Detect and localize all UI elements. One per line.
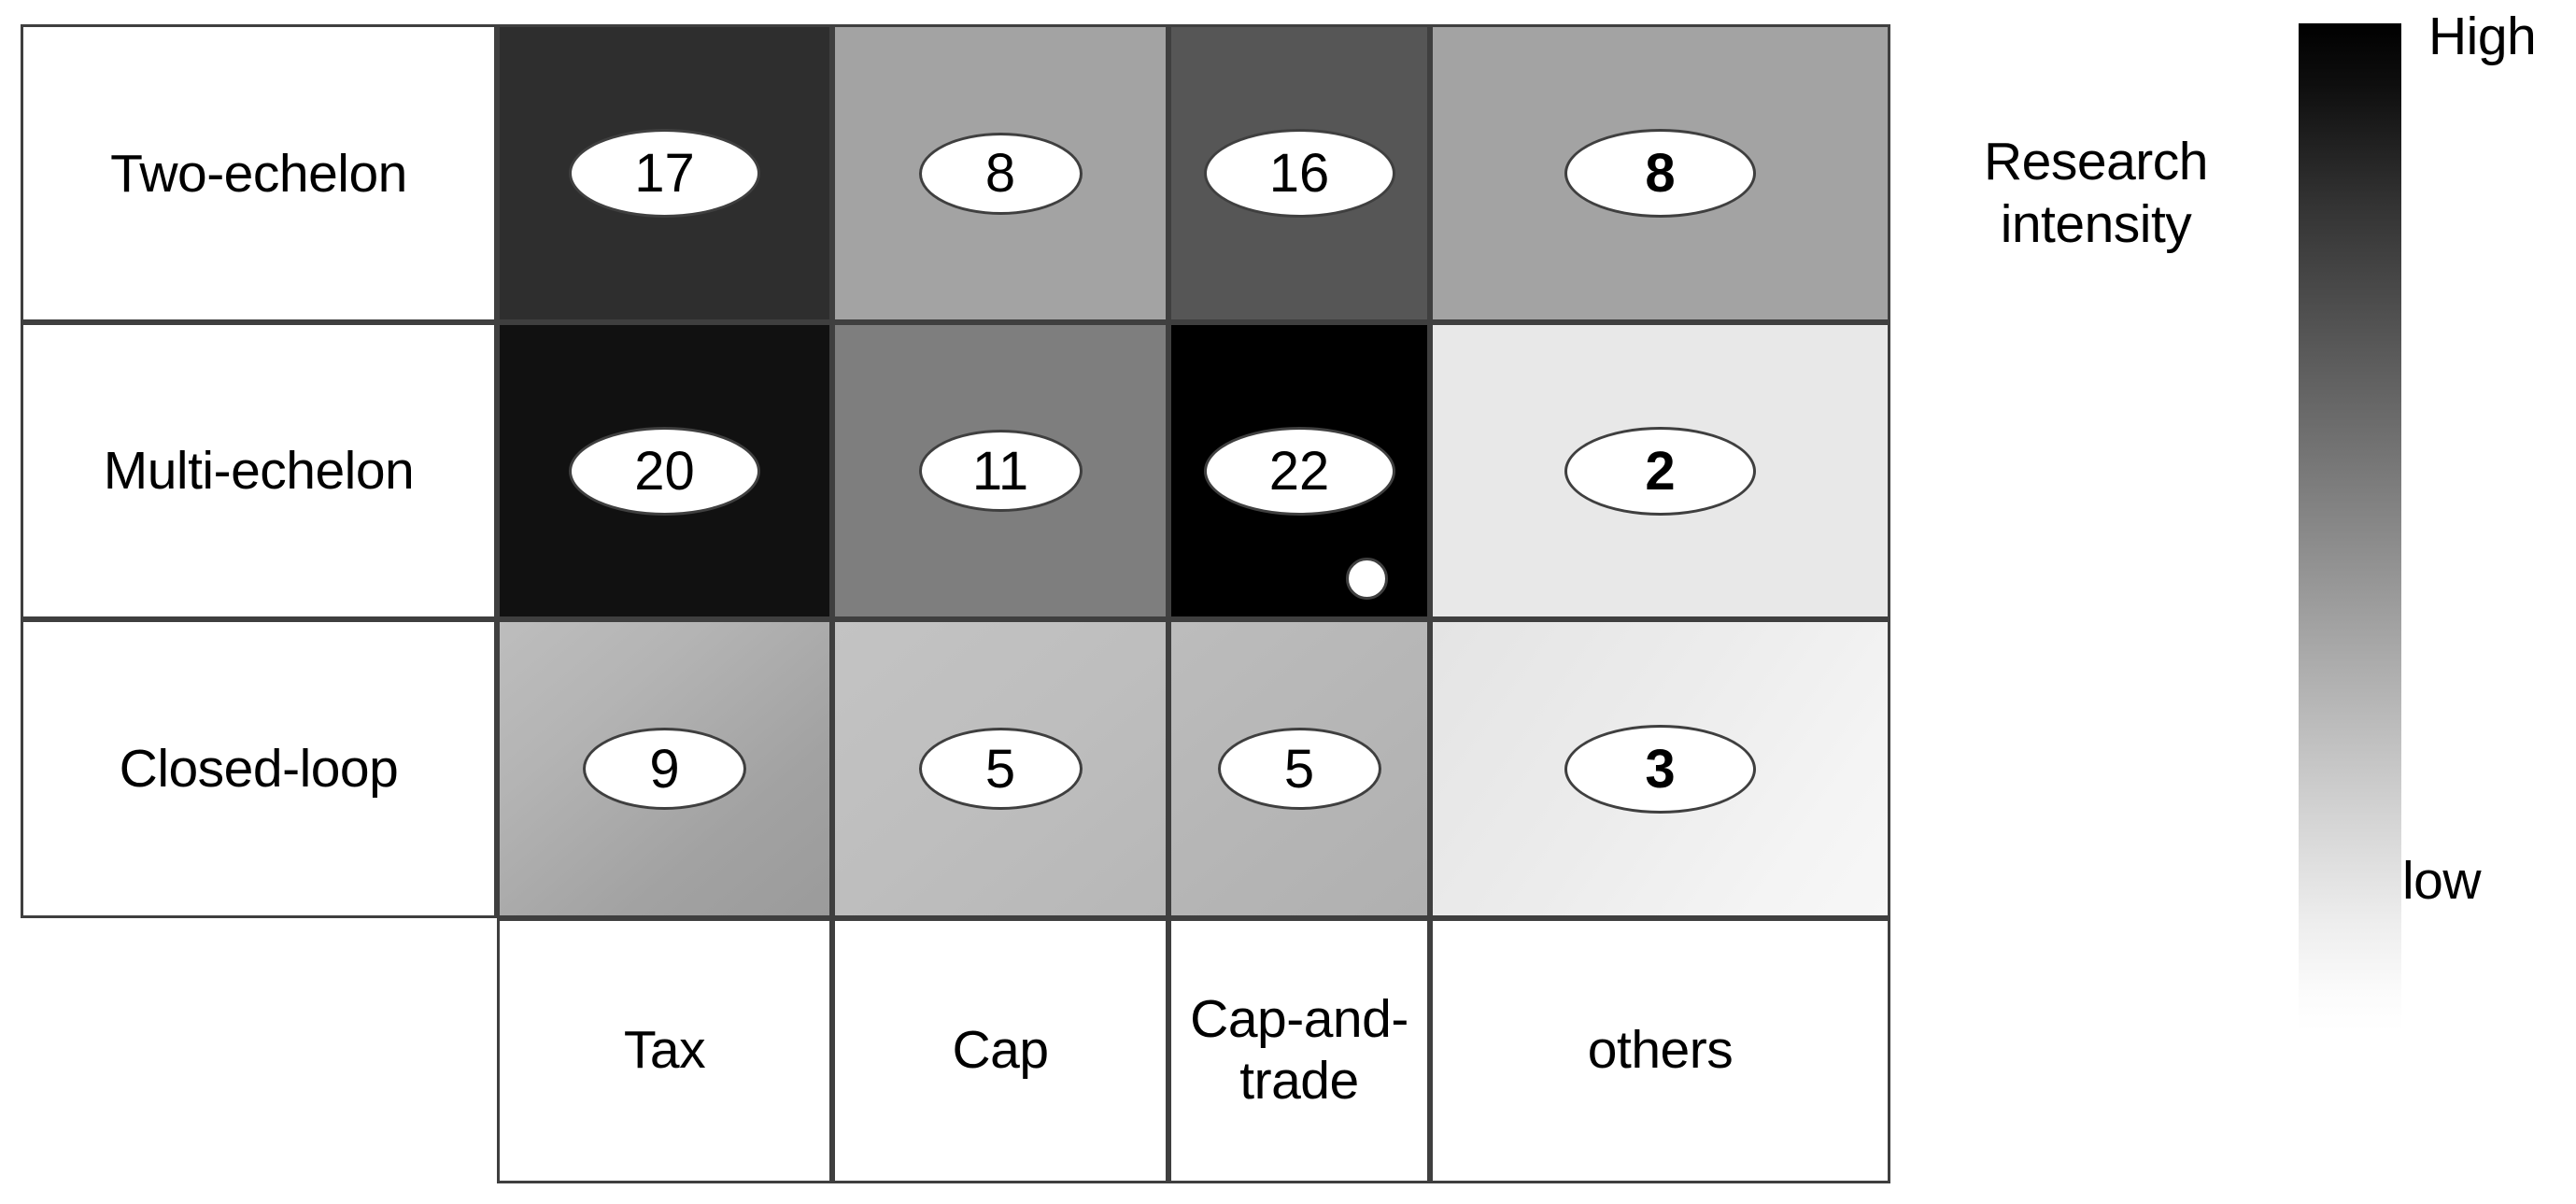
column-label-text: others [1587, 1020, 1734, 1081]
cell-value: 8 [1645, 143, 1676, 204]
column-label-tax: Tax [497, 918, 832, 1183]
column-label-text: Cap [952, 1020, 1049, 1081]
row-label-multi-echelon: Multi-echelon [21, 322, 497, 619]
cell-value: 5 [984, 738, 1016, 800]
corner-spacer [21, 918, 497, 1183]
column-label-cap: Cap [832, 918, 1168, 1183]
highlight-dot-marker [1346, 558, 1388, 600]
cell-value: 3 [1645, 738, 1676, 800]
row-label-closed-loop: Closed-loop [21, 619, 497, 918]
value-bubble: 11 [918, 430, 1083, 512]
cell-two-echelon-tax[interactable]: 17 [497, 24, 832, 322]
research-intensity-matrix: Two-echelon 17 8 16 8 Multi-echelon [21, 24, 1890, 1183]
value-bubble: 2 [1564, 426, 1756, 516]
cell-value: 22 [1268, 440, 1330, 502]
cell-value: 2 [1645, 440, 1676, 502]
row-label-text: Two-echelon [110, 143, 407, 204]
value-bubble: 22 [1203, 426, 1395, 516]
value-bubble: 5 [1217, 728, 1381, 810]
cell-closed-loop-cap[interactable]: 5 [832, 619, 1168, 918]
value-bubble: 16 [1203, 129, 1395, 218]
value-bubble: 8 [1564, 129, 1756, 218]
colorbar-high-label: High [2428, 7, 2537, 66]
value-bubble: 17 [569, 129, 760, 218]
intensity-colorbar [2299, 23, 2401, 1032]
cell-multi-echelon-others[interactable]: 2 [1430, 322, 1890, 619]
column-label-cap-and-trade: Cap-and- trade [1168, 918, 1430, 1183]
cell-multi-echelon-cap[interactable]: 11 [832, 322, 1168, 619]
cell-multi-echelon-tax[interactable]: 20 [497, 322, 832, 619]
legend-title-line2: intensity [2000, 194, 2192, 255]
value-bubble: 8 [918, 132, 1083, 215]
value-bubble: 9 [583, 728, 746, 810]
legend-title-line1: Research [1984, 132, 2208, 191]
column-label-text: Tax [623, 1020, 706, 1081]
colorbar-low-label: low [2402, 851, 2482, 911]
row-label-text: Multi-echelon [103, 441, 415, 501]
cell-value: 20 [634, 440, 695, 502]
cell-value: 11 [971, 440, 1029, 502]
column-label-line2: trade [1239, 1051, 1359, 1111]
column-label-text: Cap-and- trade [1190, 989, 1408, 1112]
row-label-two-echelon: Two-echelon [21, 24, 497, 322]
cell-two-echelon-cap-and-trade[interactable]: 16 [1168, 24, 1430, 322]
legend-title: Research intensity [1942, 131, 2250, 257]
cell-closed-loop-tax[interactable]: 9 [497, 619, 832, 918]
value-bubble: 3 [1564, 724, 1756, 814]
cell-value: 16 [1268, 143, 1330, 204]
cell-two-echelon-others[interactable]: 8 [1430, 24, 1890, 322]
cell-value: 5 [1283, 738, 1315, 800]
column-label-line1: Cap-and- [1190, 989, 1408, 1050]
value-bubble: 20 [569, 426, 760, 516]
cell-closed-loop-cap-and-trade[interactable]: 5 [1168, 619, 1430, 918]
row-label-text: Closed-loop [119, 739, 399, 799]
column-label-others: others [1430, 918, 1890, 1183]
cell-value: 9 [649, 738, 680, 800]
value-bubble: 5 [918, 728, 1083, 810]
cell-closed-loop-others[interactable]: 3 [1430, 619, 1890, 918]
cell-multi-echelon-cap-and-trade[interactable]: 22 [1168, 322, 1430, 619]
cell-value: 8 [984, 143, 1016, 204]
cell-value: 17 [634, 143, 695, 204]
cell-two-echelon-cap[interactable]: 8 [832, 24, 1168, 322]
